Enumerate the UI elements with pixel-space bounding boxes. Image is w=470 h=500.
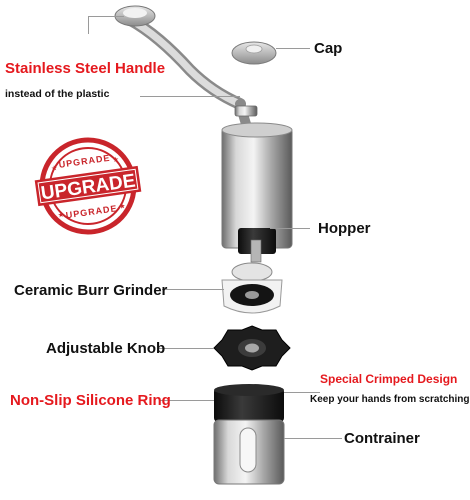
crimped-leader-line [284, 392, 320, 393]
hopper-leader-line [270, 228, 310, 229]
handle-label: Stainless Steel Handle [5, 60, 166, 77]
badge-star: ★ [112, 155, 119, 164]
upgrade-badge: UPGRADE UPGRADE UPGRADE ★ ★ ★ ★ [34, 137, 142, 235]
badge-star: ★ [57, 211, 64, 220]
container-illustration [213, 384, 285, 485]
handle-leader-line-top [88, 16, 124, 17]
cap-label: Cap [314, 40, 343, 57]
burr-label: Ceramic Burr Grinder [14, 282, 168, 299]
burr-illustration [221, 262, 283, 314]
container-leader-line [284, 438, 342, 439]
hopper-illustration [221, 122, 293, 263]
handle-leader-line-bottom [140, 96, 240, 97]
knob-label: Adjustable Knob [46, 340, 166, 357]
crimped-label: Special Crimped Design [320, 372, 458, 386]
hopper-label: Hopper [318, 220, 371, 237]
knob-illustration [213, 325, 291, 371]
badge-star: ★ [119, 202, 126, 211]
badge-star: ★ [51, 164, 58, 173]
crimped-note-label: Keep your hands from scratching [310, 394, 470, 405]
container-label: Contrainer [344, 430, 420, 447]
handle-note-label: instead of the plastic [5, 88, 110, 100]
burr-leader-line [162, 289, 224, 290]
handle-leader-line-left [88, 16, 89, 34]
ring-leader-line [160, 400, 214, 401]
knob-leader-line [158, 348, 214, 349]
ring-label: Non-Slip Silicone Ring [10, 392, 171, 409]
cap-leader-line [276, 48, 310, 49]
cap-illustration [231, 41, 277, 65]
